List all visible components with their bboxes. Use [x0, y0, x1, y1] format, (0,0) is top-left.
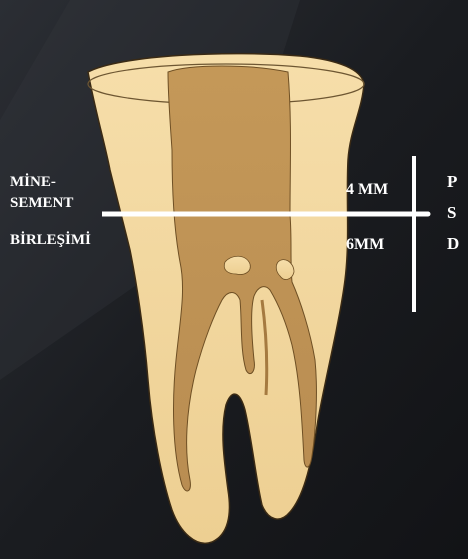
upper-distance-label: 4 MM: [346, 181, 388, 199]
pulp-island-1: [224, 256, 250, 274]
label-d: D: [447, 234, 459, 254]
cej-label-line1: MİNE-: [10, 172, 56, 193]
cej-label-line2: SEMENT: [10, 193, 73, 214]
cej-label-line3: BİRLEŞİMİ: [10, 230, 91, 251]
marker-dot: [426, 212, 431, 217]
lower-distance-label: 6MM: [346, 236, 384, 254]
label-s: S: [447, 203, 456, 223]
label-p: P: [447, 172, 457, 192]
